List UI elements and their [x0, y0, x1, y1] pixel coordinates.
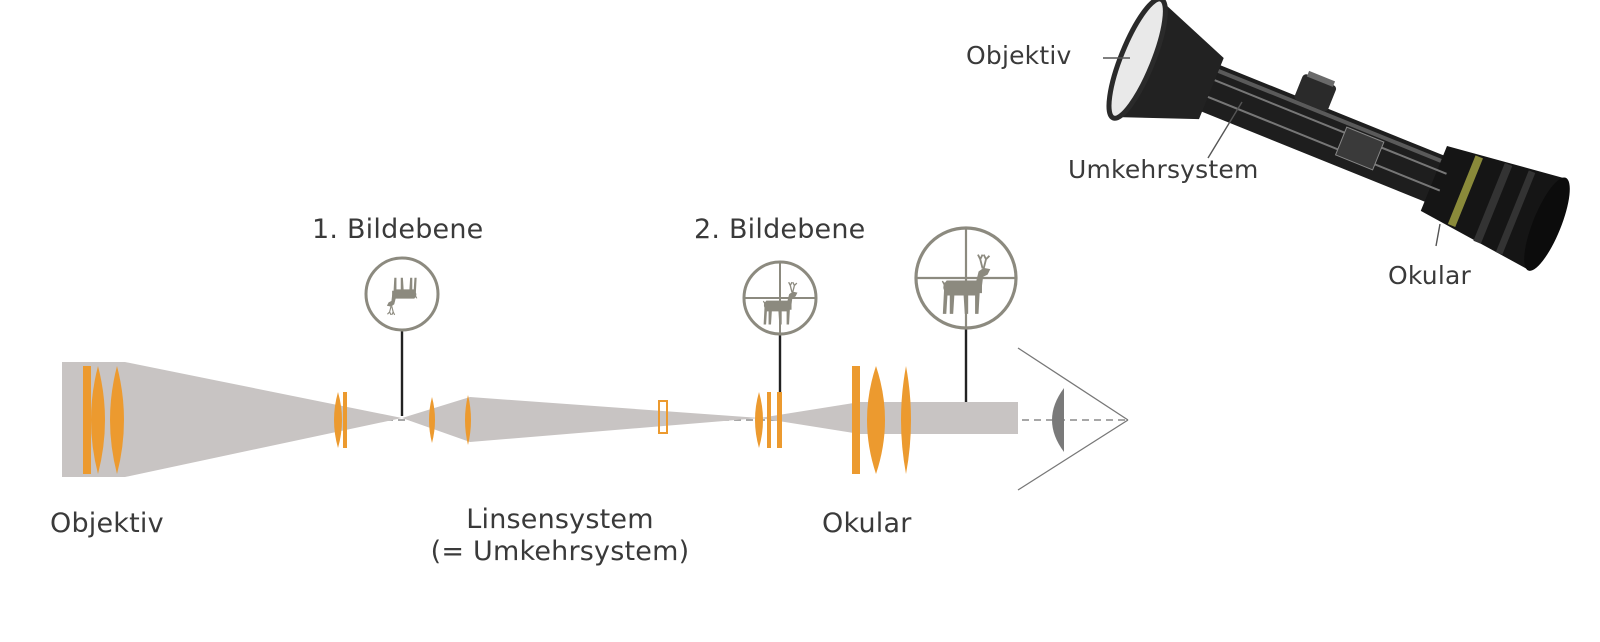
scope-objective-label: Objektiv: [966, 41, 1072, 70]
field-lens: [334, 392, 347, 448]
objective-lenses: [83, 366, 124, 474]
objective-label: Objektiv: [50, 508, 164, 539]
erector-system-label-line1: Linsensystem: [466, 504, 654, 535]
second-plane-marker: [742, 260, 818, 392]
eyepiece-lenses: [852, 366, 911, 474]
eye-icon: [1017, 347, 1129, 491]
eyepiece-view-marker: [914, 226, 1018, 402]
rifle-scope-cutaway-icon: [1103, 0, 1570, 271]
erector-lenses: [429, 395, 668, 445]
second-plane-lenses: [755, 392, 782, 448]
first-plane-marker: [364, 256, 440, 416]
erector-system-label-line2: (= Umkehrsystem): [430, 536, 690, 567]
scope-eyepiece-label: Okular: [1388, 261, 1471, 290]
light-beam: [62, 362, 1018, 477]
second-image-plane-label: 2. Bildebene: [694, 214, 866, 245]
first-image-plane-label: 1. Bildebene: [312, 214, 484, 245]
scope-erector-label: Umkehrsystem: [1068, 155, 1259, 184]
erector-system-label: Linsensystem (= Umkehrsystem): [420, 504, 700, 568]
eyepiece-label: Okular: [822, 508, 912, 539]
